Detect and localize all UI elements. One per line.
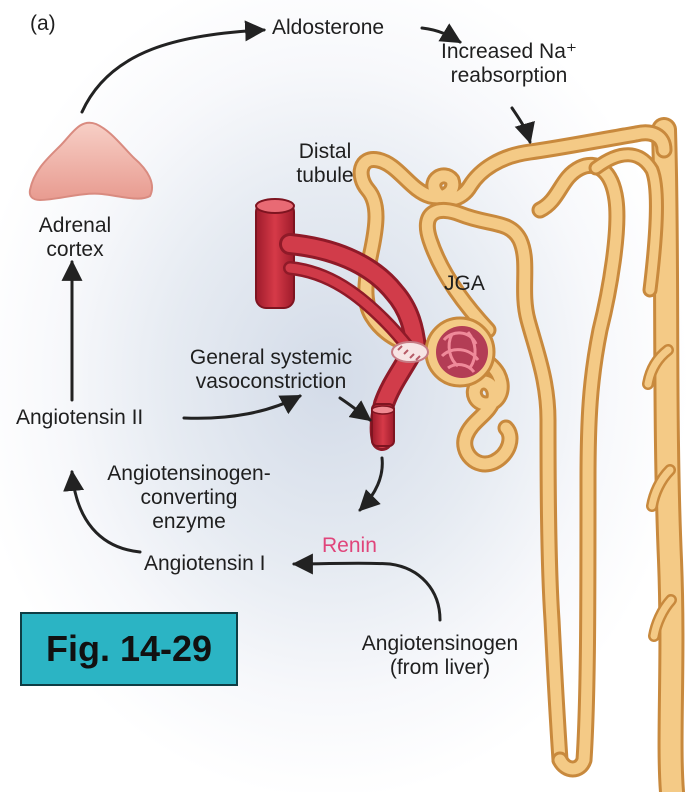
vasoconstriction-line-2: vasoconstriction <box>156 370 386 394</box>
distal-tubule-label: Distal tubule <box>280 140 370 188</box>
ace-line-1: Angiotensinogen- <box>84 462 294 486</box>
renal-vessels <box>256 199 416 446</box>
arrow-na-to-tubule <box>512 108 530 142</box>
ace-line-2: converting <box>84 486 294 510</box>
panel-label: (a) <box>30 12 56 36</box>
angiotensinogen-label: Angiotensinogen (from liver) <box>340 632 540 680</box>
adrenal-gland <box>30 123 152 200</box>
adrenal-cortex-line-2: cortex <box>20 238 130 262</box>
adrenal-cortex-line-1: Adrenal <box>20 214 130 238</box>
angiotensinogen-line-2: (from liver) <box>340 656 540 680</box>
increased-na-label: Increased Na⁺ reabsorption <box>424 40 594 88</box>
figure-badge-text: Fig. 14-29 <box>46 628 212 670</box>
distal-tubule-line-1: Distal <box>280 140 370 164</box>
ace-label: Angiotensinogen- converting enzyme <box>84 462 294 534</box>
angiotensinogen-line-1: Angiotensinogen <box>340 632 540 656</box>
aldosterone-label: Aldosterone <box>272 16 384 40</box>
arrow-angiotensinogen-to-ang1 <box>294 563 440 620</box>
angiotensin-i-label: Angiotensin I <box>144 552 265 576</box>
ace-line-3: enzyme <box>84 510 294 534</box>
increased-na-line-1: Increased Na⁺ <box>424 40 594 64</box>
arrow-adrenal-to-aldosterone <box>82 30 264 112</box>
increased-na-line-2: reabsorption <box>424 64 594 88</box>
vasoconstriction-line-1: General systemic <box>156 346 386 370</box>
renin-label: Renin <box>322 534 377 558</box>
jga-label: JGA <box>444 272 485 296</box>
arrow-vessel-to-renin <box>360 458 382 510</box>
adrenal-cortex-label: Adrenal cortex <box>20 214 130 262</box>
arrow-vaso-to-vessel <box>340 398 370 420</box>
arrow-ang2-to-vaso <box>184 396 300 418</box>
distal-tubule-line-2: tubule <box>280 164 370 188</box>
figure-badge: Fig. 14-29 <box>20 612 238 686</box>
angiotensin-ii-label: Angiotensin II <box>16 406 143 430</box>
vasoconstriction-label: General systemic vasoconstriction <box>156 346 386 394</box>
